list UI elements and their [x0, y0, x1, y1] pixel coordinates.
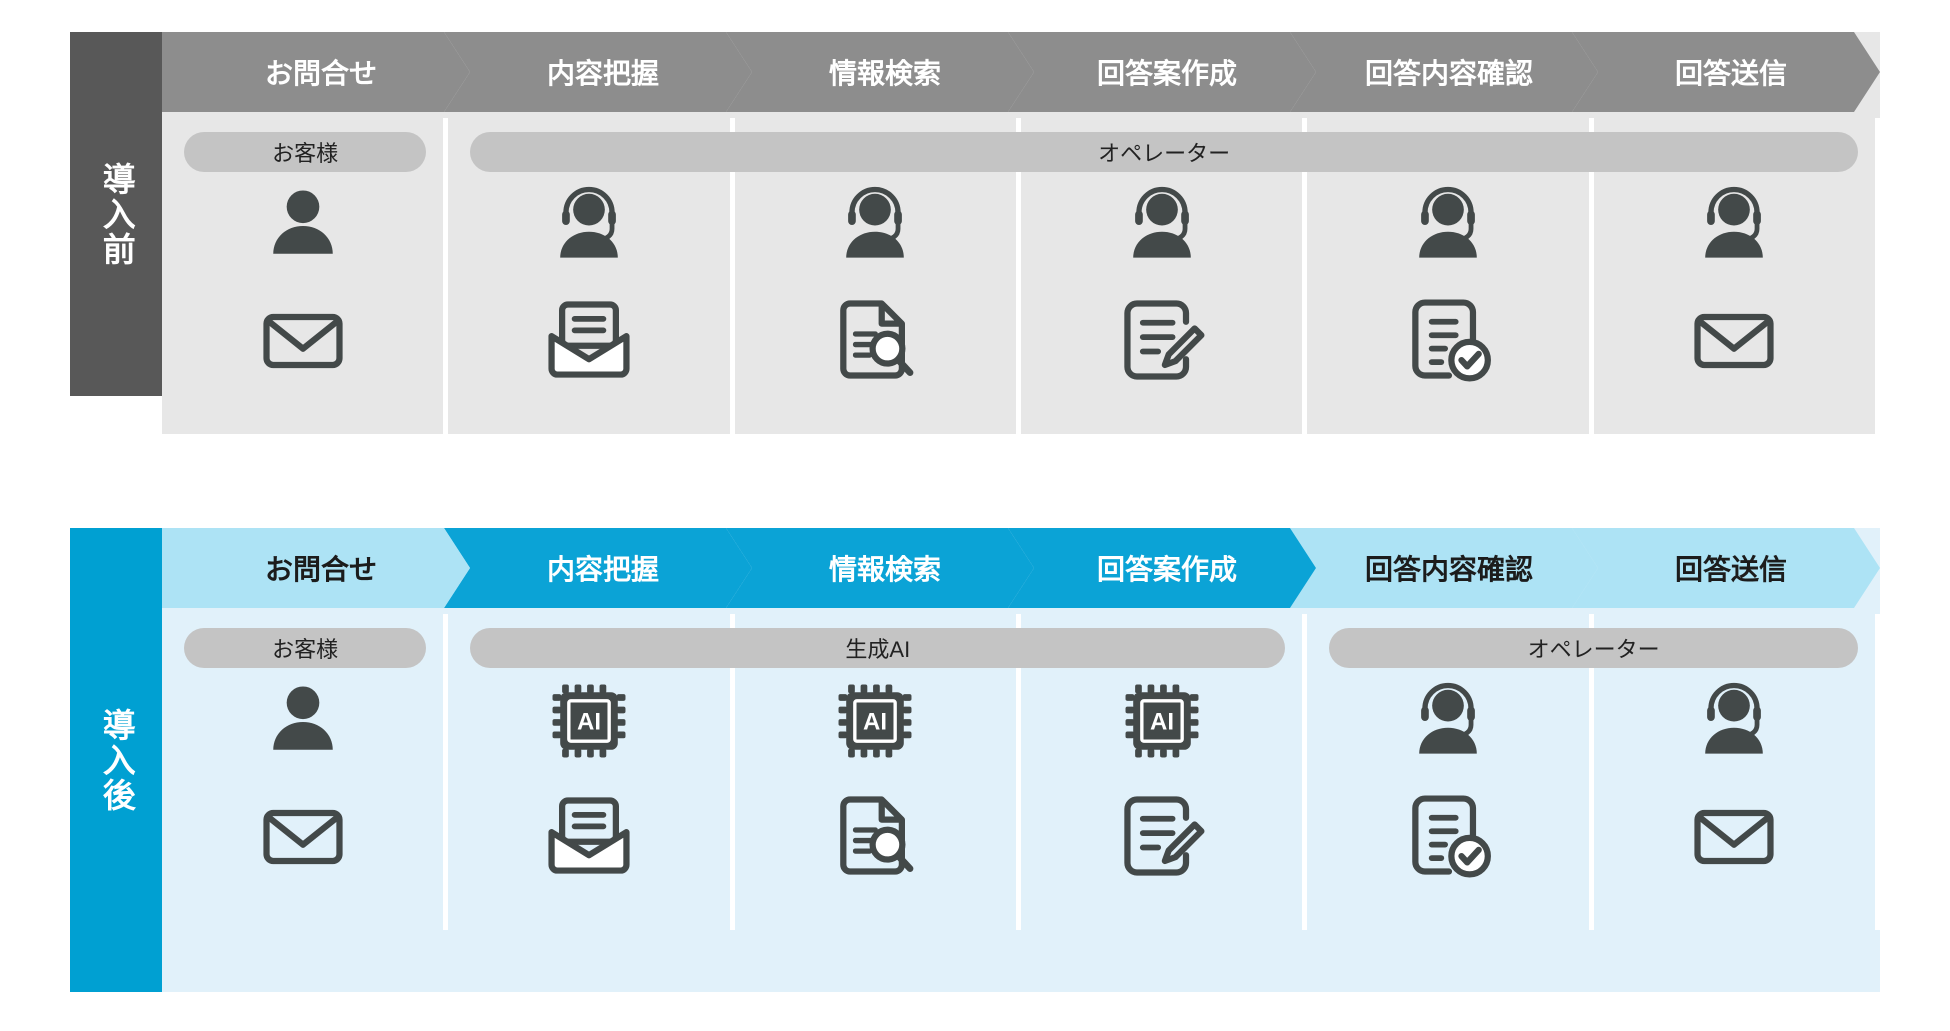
after-chevron-shape-3	[726, 528, 1034, 608]
after-chevron-2[interactable]: 内容把握	[444, 528, 752, 608]
before-chevron-row: お問合せ 内容把握 情報検索 回答案作成 回答内容確認 回答送信	[162, 32, 1880, 112]
operator-icon	[541, 170, 637, 280]
before-chevron-shape-6	[1572, 32, 1880, 112]
after-side-label: 導入後	[70, 528, 162, 992]
before-chevron-shape-2	[444, 32, 752, 112]
before-chevron-shape-1	[162, 32, 470, 112]
mail-closed-icon	[255, 280, 351, 400]
after-chevron-shape-5	[1290, 528, 1598, 608]
after-chevron-shape-2	[444, 528, 752, 608]
doc-edit-icon	[1114, 776, 1210, 896]
svg-text:AI: AI	[1150, 709, 1174, 736]
after-band-body: お問合せ 内容把握 情報検索 回答案作成 回答内容確認 回答送信 AI AI AI お客様 生成A…	[162, 528, 1880, 992]
operator-icon	[827, 170, 923, 280]
operator-icon	[1686, 666, 1782, 776]
before-chevron-label-3: 情報検索	[828, 58, 941, 89]
before-chevron-shape-3	[726, 32, 1034, 112]
after-role-label-3: オペレーター	[1527, 637, 1660, 662]
svg-text:AI: AI	[577, 709, 601, 736]
customer-icon	[255, 666, 351, 776]
after-chevron-shape-6	[1572, 528, 1880, 608]
after-chevron-row: お問合せ 内容把握 情報検索 回答案作成 回答内容確認 回答送信	[162, 528, 1880, 608]
after-chevron-shape-1	[162, 528, 470, 608]
before-chevron-5[interactable]: 回答内容確認	[1290, 32, 1598, 112]
after-role-label-2: 生成AI	[845, 637, 911, 662]
before-role-pill-1[interactable]: お客様	[184, 132, 427, 172]
doc-check-icon	[1400, 776, 1496, 896]
after-content-row: AI AI AI お客様 生成AI オペレーター	[162, 614, 1880, 930]
before-chevron-shape-4	[1008, 32, 1316, 112]
before-band-body: お問合せ 内容把握 情報検索 回答案作成 回答内容確認 回答送信 お客様 オペレーター	[162, 32, 1880, 434]
after-chevron-shape-4	[1008, 528, 1316, 608]
before-role-label-1: お客様	[272, 141, 339, 166]
customer-icon	[255, 170, 351, 280]
operator-icon	[1114, 170, 1210, 280]
after-chevron-label-1: お問合せ	[264, 554, 377, 585]
mail-closed-icon	[1686, 776, 1782, 896]
doc-edit-icon	[1114, 280, 1210, 400]
after-chevron-6[interactable]: 回答送信	[1572, 528, 1880, 608]
ai-chip-icon: AI	[1114, 666, 1210, 776]
before-role-layer: お客様 オペレーター	[162, 132, 1880, 172]
after-role-layer: お客様 生成AI オペレーター	[162, 628, 1880, 668]
after-chevron-5[interactable]: 回答内容確認	[1290, 528, 1598, 608]
ai-chip-icon: AI	[541, 666, 637, 776]
after-chevron-label-4: 回答案作成	[1096, 554, 1237, 585]
before-chevron-3[interactable]: 情報検索	[726, 32, 1034, 112]
before-chevron-2[interactable]: 内容把握	[444, 32, 752, 112]
before-chevron-label-4: 回答案作成	[1096, 58, 1237, 89]
before-band: 導入前 お問合せ 内容把握 情報検索 回答案作成 回答内容確認 回答送信 お客様 オペレータ…	[70, 32, 1880, 434]
before-side-label: 導入前	[70, 32, 162, 396]
mail-closed-icon	[1686, 280, 1782, 400]
before-role-label-2: オペレーター	[1098, 141, 1231, 166]
before-chevron-label-6: 回答送信	[1674, 58, 1787, 89]
mail-open-icon	[541, 280, 637, 400]
operator-icon	[1400, 666, 1496, 776]
before-role-pill-2[interactable]: オペレーター	[470, 132, 1858, 172]
before-chevron-label-5: 回答内容確認	[1364, 58, 1533, 89]
before-chevron-label-1: お問合せ	[264, 58, 377, 89]
before-chevron-1[interactable]: お問合せ	[162, 32, 470, 112]
doc-check-icon	[1400, 280, 1496, 400]
after-chevron-label-2: 内容把握	[546, 554, 659, 585]
before-chevron-4[interactable]: 回答案作成	[1008, 32, 1316, 112]
mail-open-icon	[541, 776, 637, 896]
after-chevron-label-5: 回答内容確認	[1364, 554, 1533, 585]
doc-search-icon	[827, 280, 923, 400]
mail-closed-icon	[255, 776, 351, 896]
after-band: 導入後 お問合せ 内容把握 情報検索 回答案作成 回答内容確認 回答送信 AI AI AI お客…	[70, 528, 1880, 992]
after-chevron-3[interactable]: 情報検索	[726, 528, 1034, 608]
after-role-pill-1[interactable]: お客様	[184, 628, 427, 668]
before-content-row: お客様 オペレーター	[162, 118, 1880, 434]
operator-icon	[1400, 170, 1496, 280]
after-chevron-4[interactable]: 回答案作成	[1008, 528, 1316, 608]
svg-text:AI: AI	[863, 709, 887, 736]
after-chevron-1[interactable]: お問合せ	[162, 528, 470, 608]
before-chevron-label-2: 内容把握	[546, 58, 659, 89]
before-chevron-6[interactable]: 回答送信	[1572, 32, 1880, 112]
before-chevron-shape-5	[1290, 32, 1598, 112]
after-role-pill-2[interactable]: 生成AI	[470, 628, 1286, 668]
after-chevron-label-3: 情報検索	[828, 554, 941, 585]
ai-chip-icon: AI	[827, 666, 923, 776]
operator-icon	[1686, 170, 1782, 280]
after-role-label-1: お客様	[272, 637, 339, 662]
after-role-pill-3[interactable]: オペレーター	[1329, 628, 1858, 668]
after-chevron-label-6: 回答送信	[1674, 554, 1787, 585]
doc-search-icon	[827, 776, 923, 896]
